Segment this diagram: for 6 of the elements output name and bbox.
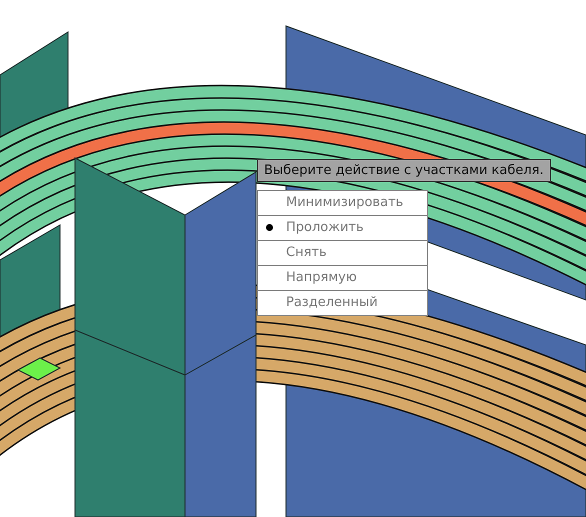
menu-item: Напрямую <box>258 266 427 291</box>
menu-item: Минимизировать <box>258 191 427 216</box>
menu-item: Разделенный <box>285 294 379 312</box>
tooltip: Выберите действие с участками кабеля. <box>257 159 551 182</box>
menu-item: Снять <box>258 241 427 266</box>
menu-item: Проложить <box>258 216 427 241</box>
